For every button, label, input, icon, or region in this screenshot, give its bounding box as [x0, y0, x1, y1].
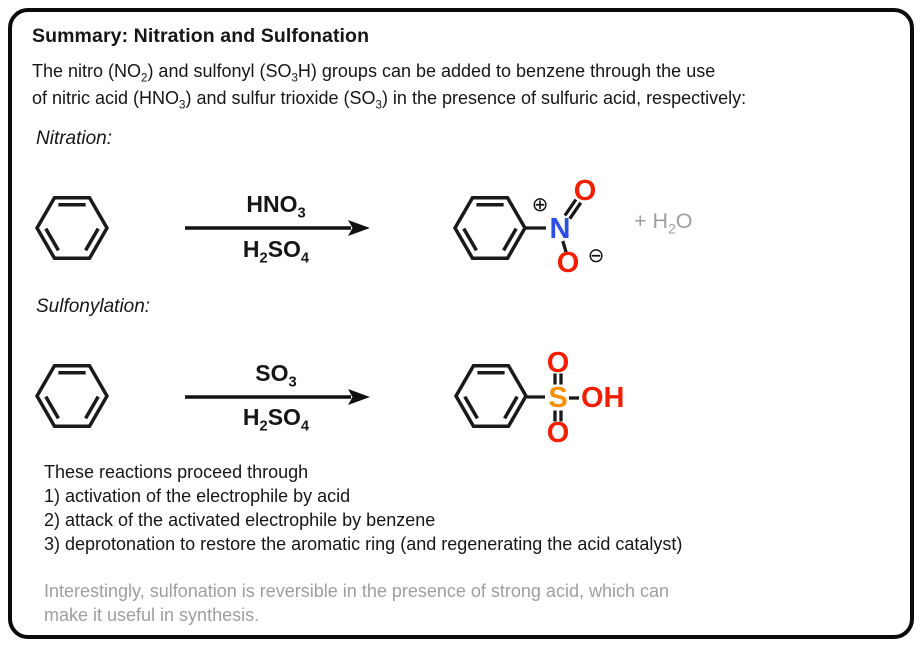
sulfonylation-heading: Sulfonylation: [36, 296, 151, 317]
benzene-ring-product-sulfonylation [454, 363, 528, 429]
oxygen-top-atom-label: O [574, 175, 597, 207]
reaction-arrow-sulfonylation [185, 389, 370, 405]
nitration-heading: Nitration: [36, 128, 113, 149]
mechanism-step-1: 1) activation of the electrophile by aci… [44, 486, 351, 506]
oxygen-bottom-atom-label: O [557, 247, 580, 279]
nitration-scheme: ⊕ N O O ⊖ [35, 175, 605, 279]
minus-charge-icon: ⊖ [588, 243, 605, 267]
summary-card-border [8, 8, 914, 639]
nitrogen-atom-label: N [550, 213, 571, 245]
footnote-line-2: make it useful in synthesis. [44, 605, 260, 625]
nitrobenzene-structure: ⊕ N O O ⊖ [453, 175, 605, 279]
oxygen-bottom-atom-label: O [547, 417, 570, 449]
sulfur-atom-label: S [548, 382, 567, 414]
benzene-ring-reactant-sulfonylation [35, 363, 109, 429]
benzene-ring-product-nitration [453, 195, 527, 261]
nitrogen-oxygen-double-bond [563, 198, 583, 220]
nitration-reagent-above-arrow: HNO3 [246, 191, 306, 222]
sulfur-oxygen-bottom-double-bond [553, 410, 563, 422]
benzenesulfonic-acid-structure: S O O OH [454, 347, 625, 449]
footnote-line-1: Interestingly, sulfonation is reversible… [44, 581, 669, 601]
sulfonylation-reagent-above-arrow: SO3 [255, 360, 297, 391]
mechanism-intro-line: These reactions proceed through [44, 462, 309, 482]
reversibility-footnote: Interestingly, sulfonation is reversible… [44, 579, 669, 627]
sulfur-oxygen-top-double-bond [553, 373, 563, 385]
water-byproduct-label: + H2O [634, 209, 693, 237]
benzene-ring-reactant-nitration [35, 195, 109, 261]
mechanism-step-3: 3) deprotonation to restore the aromatic… [44, 534, 683, 554]
page-title: Summary: Nitration and Sulfonation [32, 25, 370, 47]
mechanism-step-2: 2) attack of the activated electrophile … [44, 510, 436, 530]
hydroxyl-group-label: OH [581, 382, 625, 414]
intro-line-2: of nitric acid (HNO3) and sulfur trioxid… [32, 88, 747, 112]
reaction-arrow-nitration [185, 220, 370, 236]
mechanism-summary: These reactions proceed through 1) activ… [44, 460, 682, 556]
intro-line-1: The nitro (NO2) and sulfonyl (SO3H) grou… [32, 61, 716, 85]
sulfonylation-reagent-below-arrow: H2SO4 [242, 404, 310, 435]
sulfonylation-scheme: S O O OH [35, 347, 625, 449]
nitrogen-oxygen-single-bond [561, 240, 568, 253]
oxygen-top-atom-label: O [547, 347, 570, 379]
plus-charge-icon: ⊕ [532, 192, 549, 216]
nitration-reagent-below-arrow: H2SO4 [242, 236, 310, 267]
